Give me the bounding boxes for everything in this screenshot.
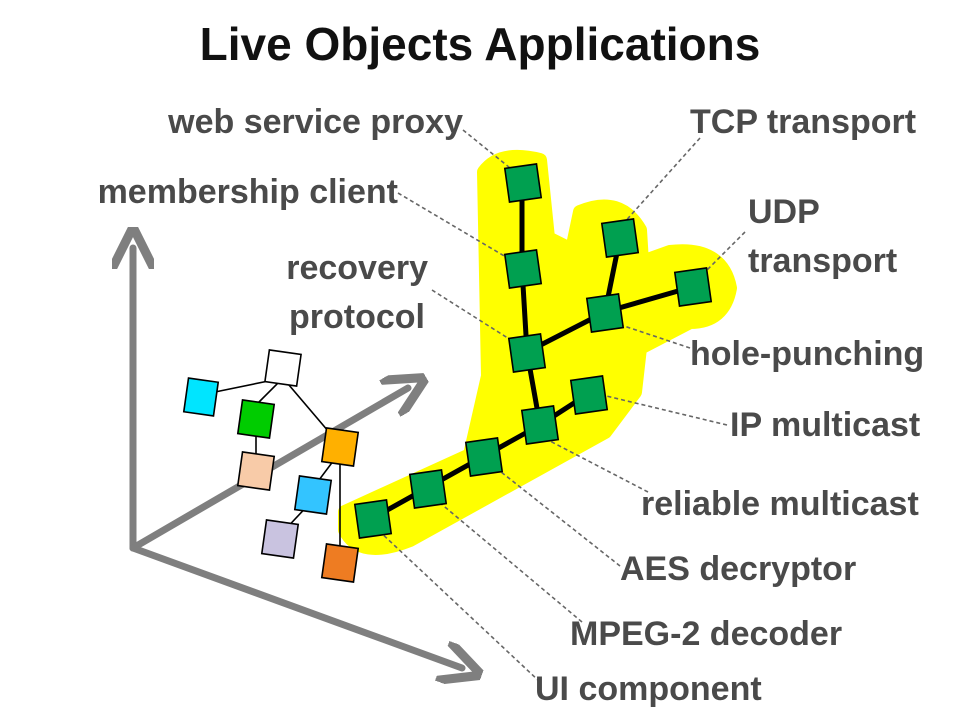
label-tcp-transport: TCP transport — [690, 103, 916, 141]
label-mpeg2-decoder: MPEG-2 decoder — [570, 615, 842, 653]
leader-membership-client — [397, 192, 512, 261]
component-nodes — [353, 163, 713, 539]
node-membership-client — [503, 249, 543, 289]
label-membership-client: membership client — [98, 173, 398, 211]
label-aes-decryptor: AES decryptor — [620, 550, 856, 588]
tree-node-orange — [320, 427, 360, 467]
tree-node-dark-orange — [320, 543, 360, 583]
label-web-service-proxy: web service proxy — [167, 103, 463, 141]
node-hole-punching — [585, 293, 625, 333]
labels: web service proxy TCP transport membersh… — [98, 103, 925, 708]
tree-node-white — [264, 349, 302, 387]
label-ip-multicast: IP multicast — [730, 406, 920, 444]
leader-ip-multicast — [597, 393, 728, 426]
node-udp-transport — [673, 267, 713, 307]
axis-horizontal — [129, 544, 462, 668]
leader-recovery-protocol — [431, 289, 515, 343]
leader-mpeg2-decoder — [432, 496, 583, 623]
node-tcp-transport — [600, 218, 640, 258]
label-recovery-line2: protocol — [289, 298, 425, 336]
node-web-service-proxy — [503, 163, 543, 203]
leader-tcp-transport — [621, 137, 701, 226]
node-reliable-multicast — [520, 405, 560, 445]
label-udp-line1: UDP — [748, 193, 820, 231]
node-ip-multicast — [569, 375, 609, 415]
tree-node-green — [236, 399, 276, 439]
leader-reliable-multicast — [547, 439, 649, 493]
tree-node-blue — [293, 475, 333, 515]
label-udp-line2: transport — [748, 242, 897, 280]
leader-lines — [377, 129, 746, 683]
node-aes-decryptor — [464, 437, 504, 477]
label-hole-punching: hole-punching — [690, 335, 924, 373]
node-mpeg2-decoder — [408, 469, 448, 509]
node-ui-component — [353, 499, 393, 539]
edge — [370, 422, 543, 521]
label-ui-component: UI component — [535, 670, 762, 708]
diagram-title: Live Objects Applications — [200, 18, 761, 70]
tree-node-peach — [236, 451, 276, 491]
leader-udp-transport — [699, 231, 746, 278]
tree-node-lavender — [260, 519, 300, 559]
node-recovery-protocol — [507, 333, 547, 373]
tree-node-cyan — [182, 377, 220, 417]
label-recovery-line1: recovery — [286, 249, 428, 287]
left-tree — [182, 349, 360, 583]
leader-ui-component — [377, 529, 541, 683]
label-reliable-multicast: reliable multicast — [641, 485, 919, 523]
